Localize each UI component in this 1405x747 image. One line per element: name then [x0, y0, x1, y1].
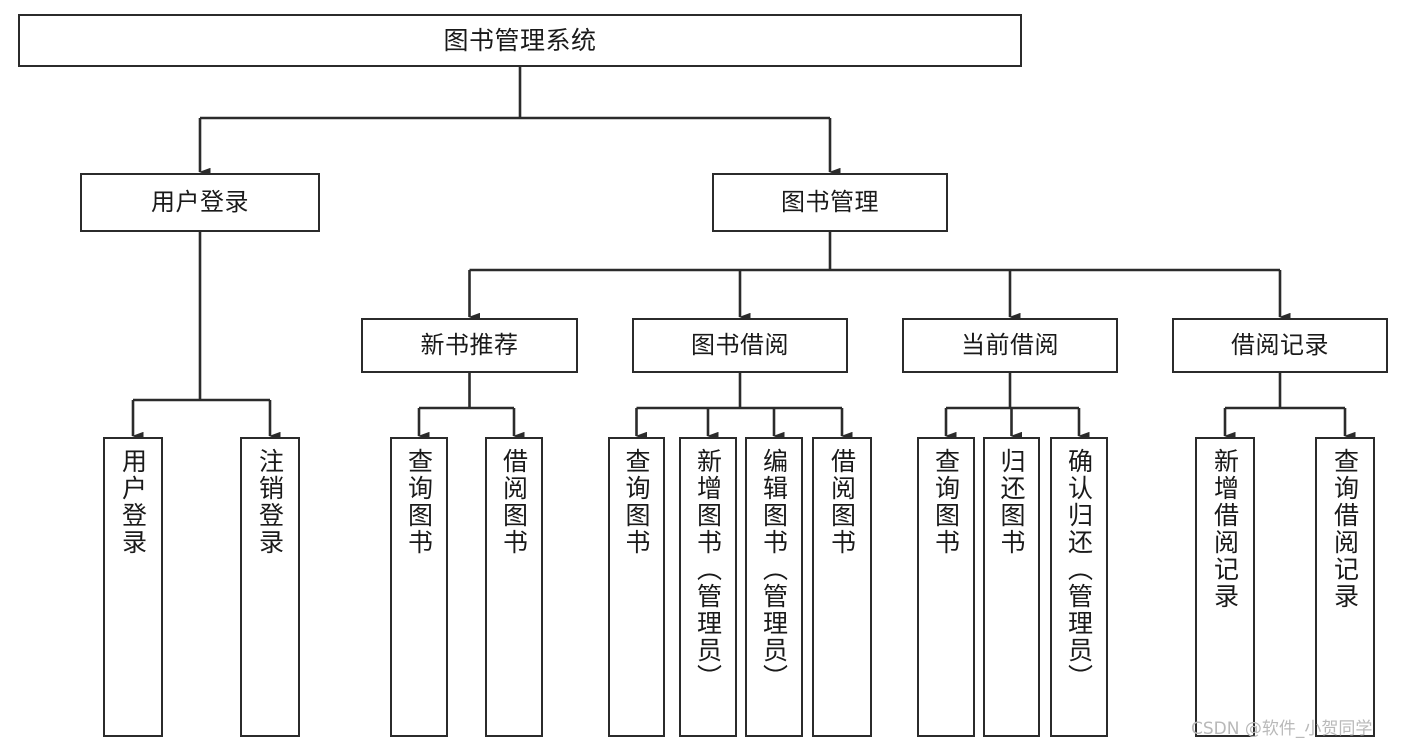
node-root[interactable]: 图书管理系统: [18, 14, 1022, 67]
node-lf-user-login[interactable]: 用户登录: [103, 437, 163, 737]
node-label: 注销登录: [255, 448, 285, 556]
node-lf-bk-add[interactable]: 新增图书（管理员）: [679, 437, 737, 737]
node-label: 用户登录: [151, 188, 249, 217]
node-label: 图书管理系统: [443, 25, 597, 55]
node-lf-cur-query[interactable]: 查询图书: [917, 437, 975, 737]
node-l1-books[interactable]: 图书管理: [712, 173, 948, 232]
node-l2-record[interactable]: 借阅记录: [1172, 318, 1388, 373]
node-lf-rec-add[interactable]: 新增借阅记录: [1195, 437, 1255, 737]
node-lf-cur-confirm[interactable]: 确认归还（管理员）: [1050, 437, 1108, 737]
node-l2-newbook[interactable]: 新书推荐: [361, 318, 578, 373]
node-label: 用户登录: [118, 448, 148, 556]
node-l1-login[interactable]: 用户登录: [80, 173, 320, 232]
node-label: 归还图书: [997, 448, 1026, 556]
node-label: 图书借阅: [691, 331, 789, 360]
node-label: 查询图书: [622, 448, 651, 556]
node-label: 新增借阅记录: [1210, 448, 1240, 610]
node-l2-borrow[interactable]: 图书借阅: [632, 318, 848, 373]
node-lf-bk-query[interactable]: 查询图书: [608, 437, 665, 737]
node-label: 新增图书（管理员）: [693, 448, 723, 691]
node-lf-nb-query[interactable]: 查询图书: [390, 437, 448, 737]
node-lf-cur-return[interactable]: 归还图书: [983, 437, 1040, 737]
node-lf-user-logout[interactable]: 注销登录: [240, 437, 300, 737]
node-label: 当前借阅: [961, 331, 1059, 360]
node-label: 确认归还（管理员）: [1064, 448, 1094, 691]
watermark-credit: CSDN @软件_小贺同学: [1191, 719, 1373, 739]
node-lf-rec-query[interactable]: 查询借阅记录: [1315, 437, 1375, 737]
node-label: 借阅图书: [827, 448, 857, 556]
node-lf-bk-edit[interactable]: 编辑图书（管理员）: [745, 437, 803, 737]
node-label: 查询借阅记录: [1330, 448, 1360, 610]
node-label: 新书推荐: [420, 331, 519, 360]
node-label: 借阅记录: [1231, 331, 1329, 360]
node-label: 查询图书: [931, 448, 961, 556]
node-label: 编辑图书（管理员）: [759, 448, 789, 691]
node-l2-current[interactable]: 当前借阅: [902, 318, 1118, 373]
node-lf-nb-borrow[interactable]: 借阅图书: [485, 437, 543, 737]
node-label: 查询图书: [404, 448, 434, 556]
node-lf-bk-borrow[interactable]: 借阅图书: [812, 437, 872, 737]
node-label: 借阅图书: [499, 448, 529, 556]
node-label: 图书管理: [781, 188, 879, 217]
